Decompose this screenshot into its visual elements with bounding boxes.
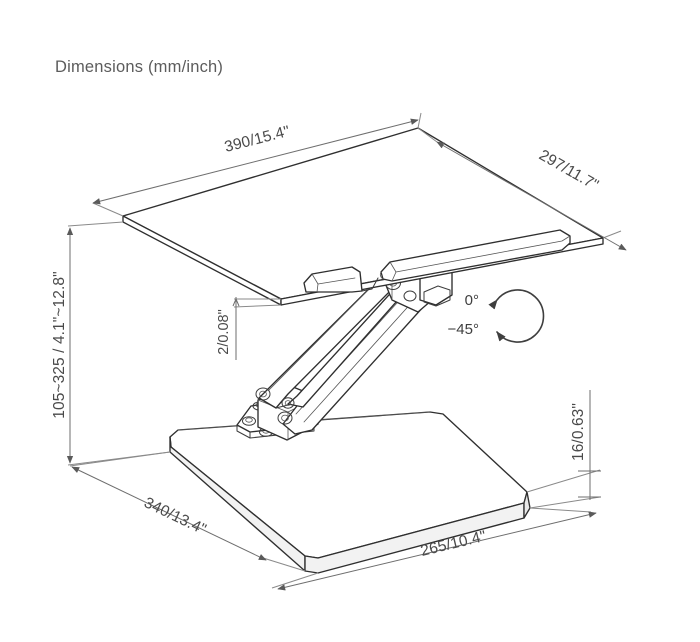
- base-platform: [169, 411, 531, 574]
- page-title: Dimensions (mm/inch): [55, 58, 223, 76]
- dimension-label-height-range: 105~325 / 4.1"~12.8": [51, 271, 68, 418]
- lift-arm-assembly: [255, 255, 453, 435]
- dimension-label-tray-depth: 297/11.7": [536, 147, 601, 194]
- tray-top: [122, 127, 604, 306]
- product-illustration: [122, 127, 604, 574]
- tray-lip-end-seam: [391, 271, 397, 282]
- dimension-label-base-depth: 340/13.4": [141, 494, 209, 538]
- lift-arm-rear-seam: [268, 273, 385, 391]
- tray-lip-left-cap: [379, 271, 384, 280]
- dimension-label-tray-width: 390/15.4": [223, 123, 292, 156]
- tray-front-lip-bar-left: [303, 266, 363, 293]
- lower-pivot-joints: [255, 387, 295, 425]
- tray-lip-left-end: [316, 283, 319, 293]
- dimension-tray-thickness: 2/0.08": [216, 297, 282, 360]
- mount-plate-left-edge: [236, 424, 251, 439]
- tray-attach-lower-tab: [423, 285, 451, 307]
- lift-arm-front-seam-b: [303, 299, 415, 423]
- dimension-height-range: 105~325 / 4.1"~12.8": [51, 221, 171, 466]
- dimension-label-base-thickness: 16/0.63": [570, 403, 587, 461]
- dimension-base-thickness: 16/0.63": [526, 390, 601, 509]
- tilt-min-label: −45°: [448, 321, 479, 338]
- tilt-angle-annotation: 0° −45°: [448, 289, 545, 343]
- tilt-max-label: 0°: [465, 292, 479, 309]
- tilt-arc-icon: [488, 289, 545, 343]
- tray-top-surface: [122, 127, 604, 300]
- dimension-label-tray-thickness: 2/0.08": [216, 309, 232, 354]
